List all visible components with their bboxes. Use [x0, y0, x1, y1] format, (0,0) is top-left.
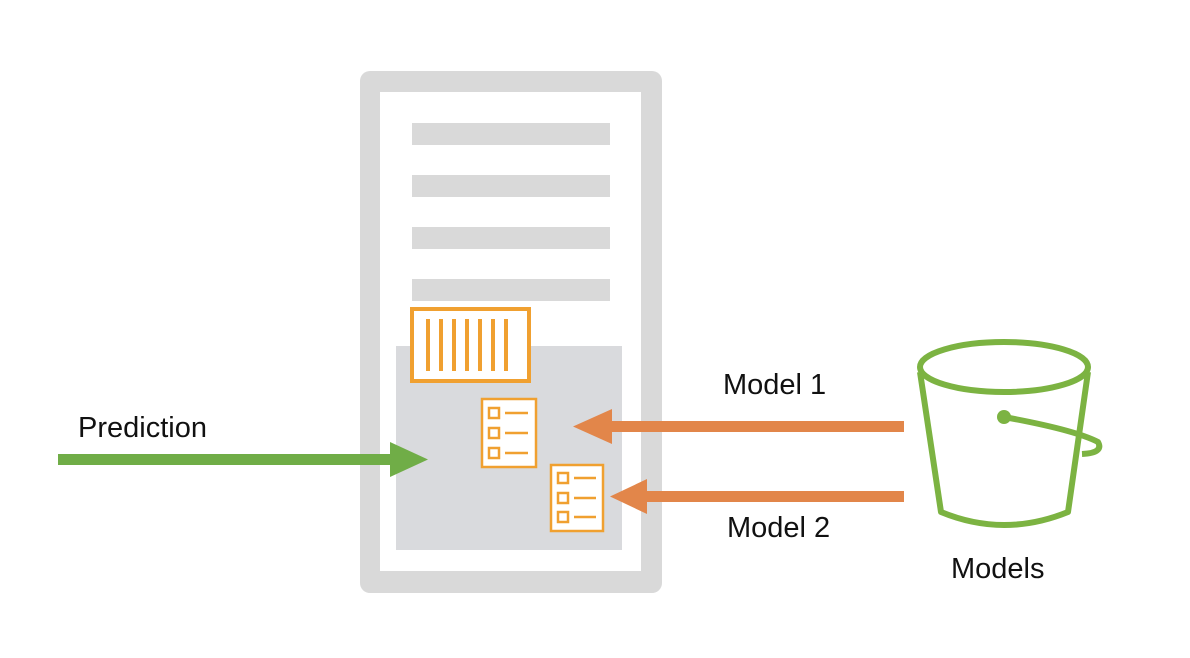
storage-bucket-icon — [917, 339, 1103, 528]
model-1-document-icon — [480, 397, 538, 469]
model-2-document-icon — [549, 463, 605, 533]
prediction-arrow — [58, 442, 428, 477]
container-icon — [410, 307, 531, 383]
model-2-label: Model 2 — [727, 512, 831, 544]
prediction-label: Prediction — [78, 412, 207, 444]
server-slot — [412, 279, 610, 301]
server-slot — [412, 123, 610, 145]
server-slot — [412, 227, 610, 249]
model-2-arrow — [610, 479, 904, 514]
model-1-arrow — [573, 409, 904, 444]
model-1-label: Model 1 — [723, 369, 827, 401]
models-label: Models — [951, 553, 1045, 585]
server-slot — [412, 175, 610, 197]
